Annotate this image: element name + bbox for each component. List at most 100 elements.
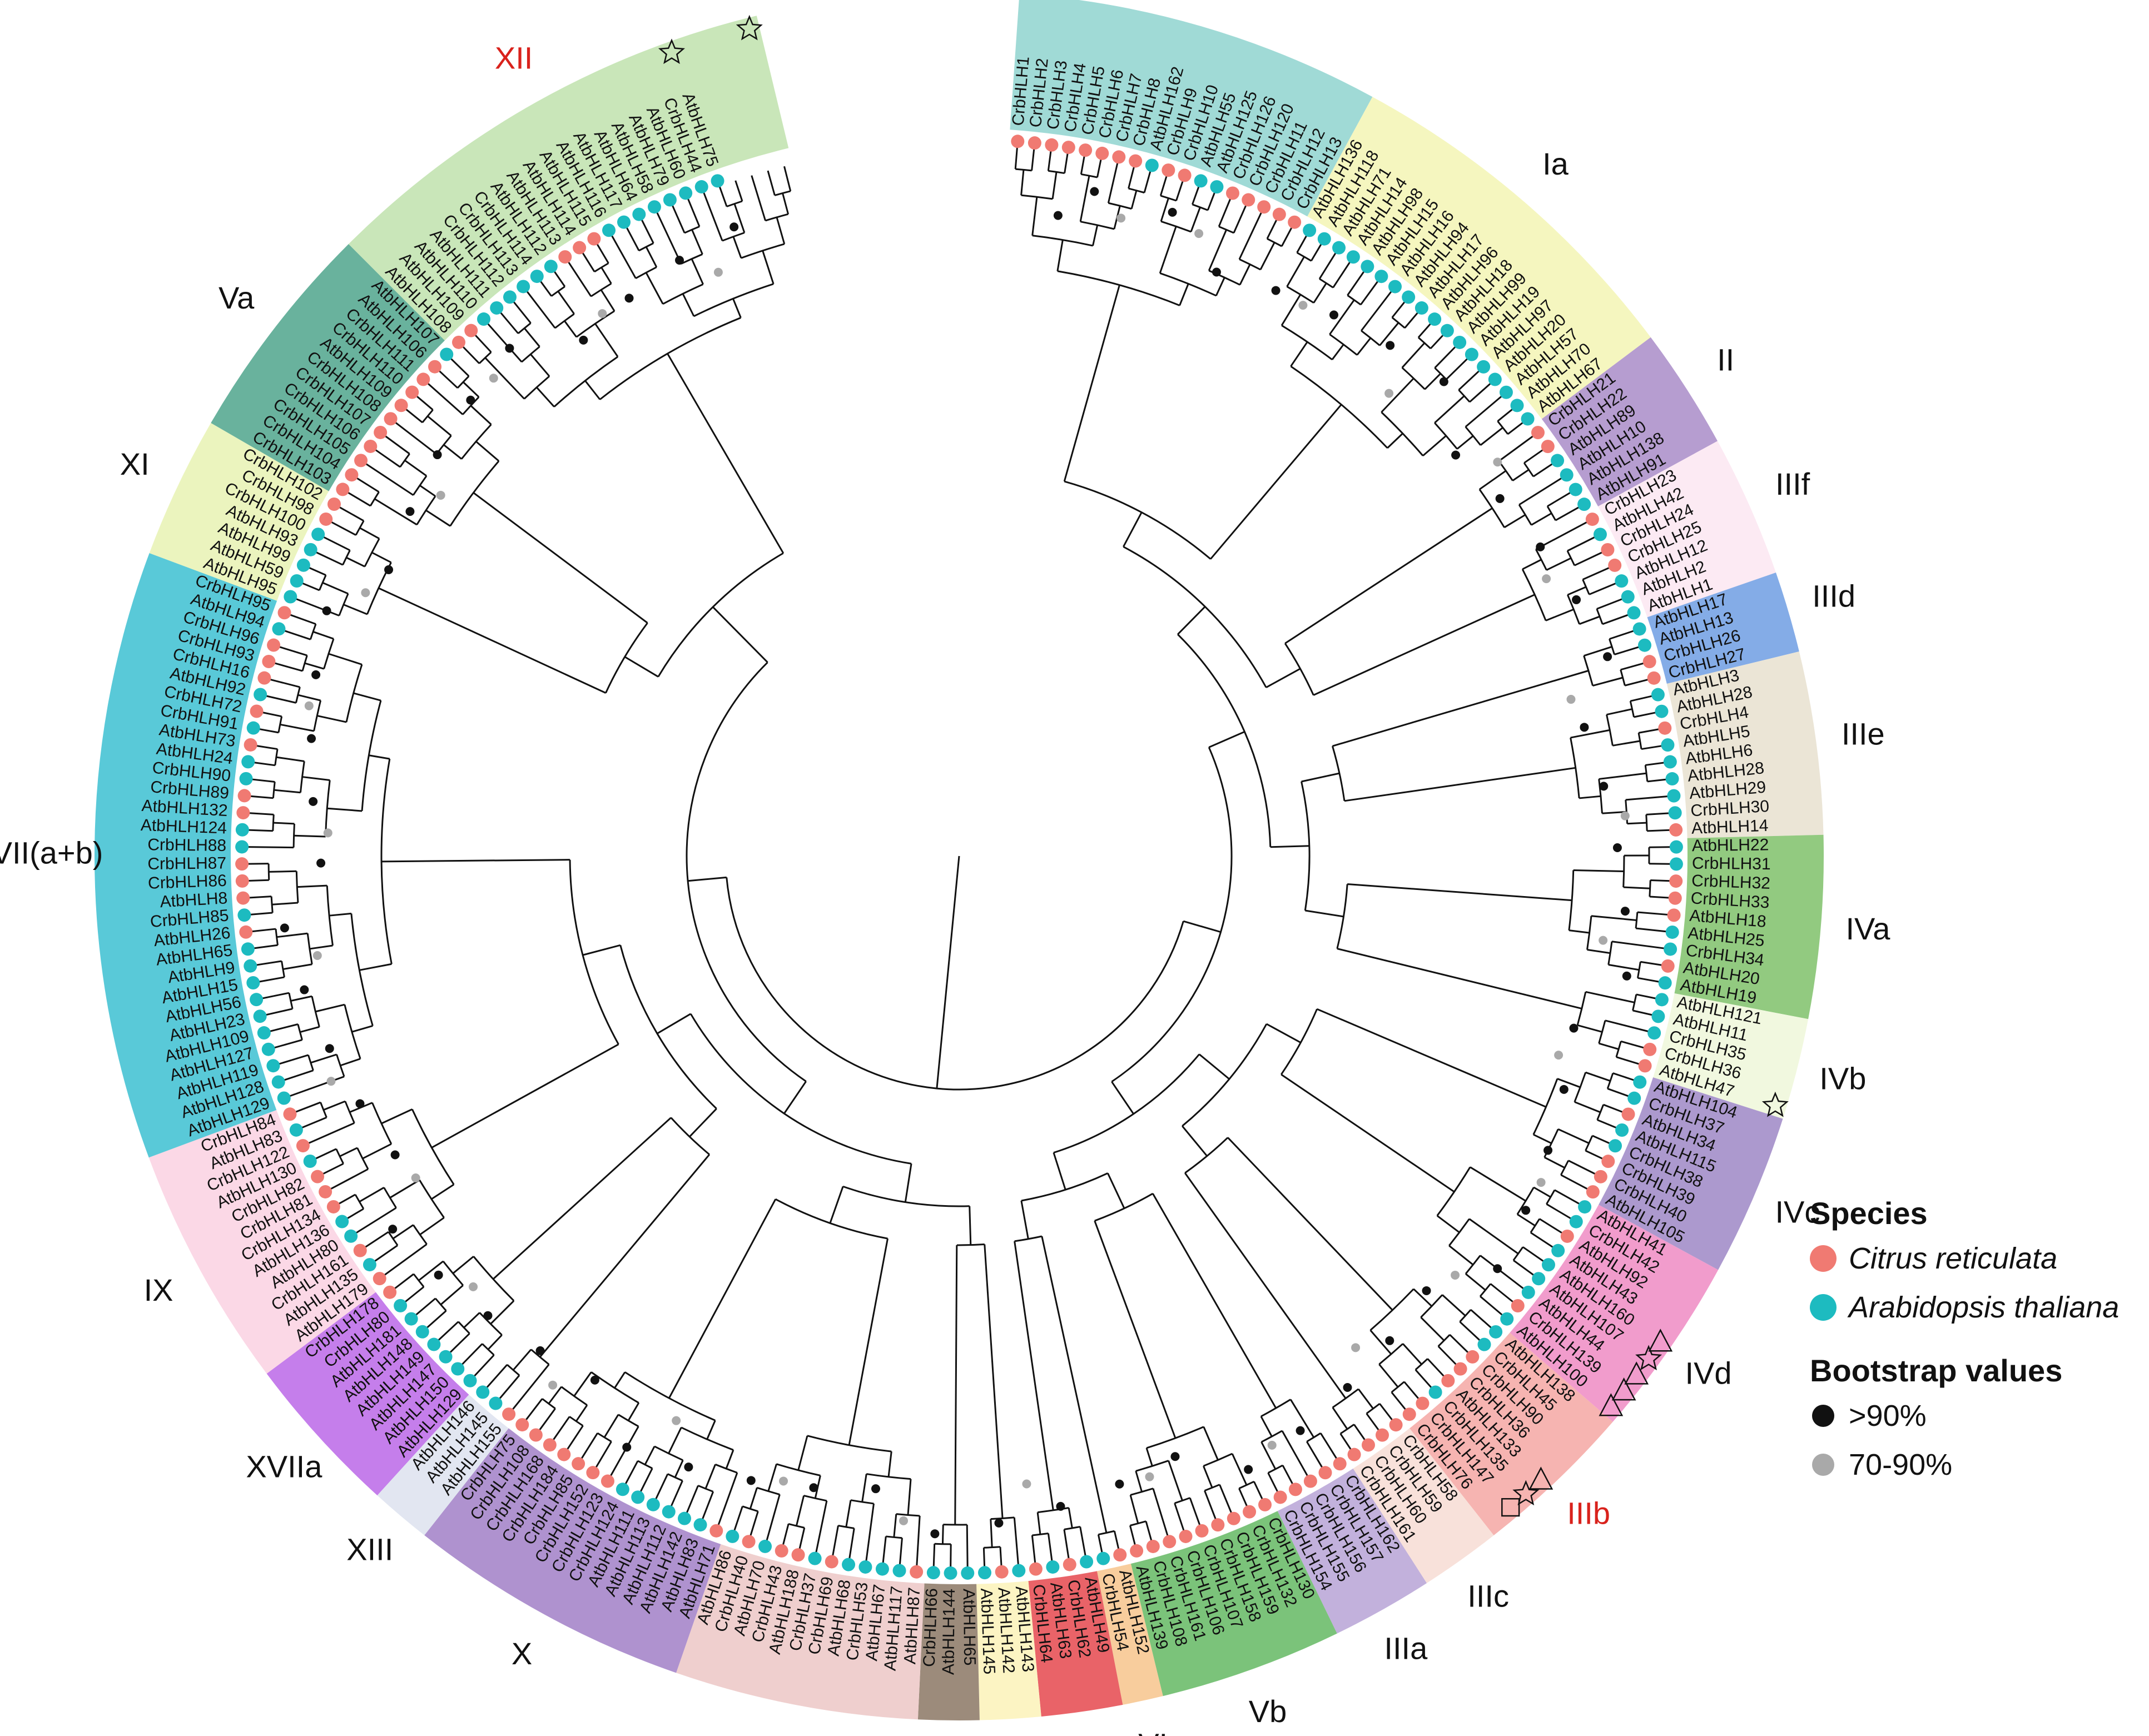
- branch: [353, 692, 381, 702]
- bootstrap-dot-high: [1271, 286, 1281, 295]
- branch: [1233, 205, 1247, 233]
- branch: [315, 1003, 345, 1013]
- branch: [1189, 1498, 1201, 1526]
- species-dot: [1258, 1498, 1272, 1511]
- leaf-labels: CrbHLH1CrbHLH2CrbHLH3CrbHLH4CrbHLH5CrbHL…: [140, 56, 1771, 1675]
- branch: [1546, 557, 1572, 571]
- species-dot: [1146, 1539, 1160, 1553]
- species-dot: [428, 360, 442, 374]
- species-dot: [926, 1566, 940, 1580]
- species-dot: [1593, 528, 1607, 541]
- branch: [1596, 598, 1623, 610]
- species-dot: [1488, 372, 1502, 386]
- branch: [1329, 299, 1355, 335]
- branch: [686, 661, 807, 1082]
- branch: [1456, 435, 1474, 450]
- legend-item-citrus: Citrus reticulata: [1810, 1241, 2143, 1276]
- species-dot: [257, 1026, 271, 1040]
- branch: [338, 506, 364, 522]
- branch: [269, 678, 300, 688]
- species-dot: [572, 1457, 585, 1471]
- branch: [431, 1183, 455, 1200]
- branch: [1337, 948, 1582, 1009]
- species-dot: [384, 412, 398, 426]
- species-dot: [415, 1325, 429, 1339]
- bootstrap-dot-high: [1343, 1383, 1352, 1392]
- branch: [312, 631, 334, 640]
- branch: [1441, 1294, 1466, 1317]
- bootstrap-dot-high: [1599, 782, 1609, 791]
- bootstrap-dot-mid: [312, 951, 322, 961]
- bootstrap-dot-high: [405, 507, 415, 516]
- branch: [404, 459, 427, 477]
- branch: [1591, 915, 1637, 921]
- bootstrap-dot-mid: [1194, 229, 1204, 238]
- branch: [733, 203, 746, 233]
- species-dot: [1667, 789, 1681, 803]
- branch: [1503, 514, 1526, 529]
- species-dot: [266, 1059, 280, 1073]
- legend: Species Citrus reticulata Arabidopsis th…: [1810, 1195, 2143, 1496]
- branch: [1111, 747, 1233, 1083]
- bootstrap-dot-mid: [469, 1282, 478, 1291]
- branch: [1208, 229, 1228, 271]
- branch: [1284, 507, 1493, 644]
- branch: [767, 1464, 777, 1492]
- clade-band-XII: [348, 16, 789, 341]
- branch: [262, 712, 282, 718]
- branch: [1434, 346, 1457, 369]
- branch: [624, 1460, 639, 1485]
- branch: [251, 928, 276, 933]
- branch: [484, 357, 525, 400]
- branch: [374, 498, 418, 526]
- species-dot: [1647, 671, 1661, 685]
- bootstrap-dot-high: [622, 1442, 632, 1452]
- bootstrap-dot-high: [1296, 1426, 1305, 1435]
- species-dot: [694, 180, 708, 194]
- branch: [247, 829, 273, 832]
- leaf-label: AtbHLH144: [939, 1589, 959, 1675]
- species-dot: [1288, 215, 1302, 229]
- branch: [600, 289, 616, 312]
- branch: [1184, 1172, 1347, 1399]
- branch: [1597, 1119, 1617, 1129]
- branch: [686, 1485, 699, 1514]
- branch: [1143, 170, 1152, 193]
- branch: [645, 246, 658, 268]
- species-dot: [253, 1009, 267, 1023]
- branch: [1041, 1236, 1108, 1533]
- bootstrap-dot-high: [1056, 1501, 1065, 1511]
- bootstrap-dot-high: [535, 1346, 545, 1355]
- species-dot: [1347, 1448, 1361, 1461]
- branch: [1111, 1081, 1134, 1115]
- branch: [1079, 175, 1090, 222]
- bootstrap-dot-high: [1580, 723, 1589, 732]
- species-dot: [544, 260, 558, 273]
- branch: [383, 1243, 428, 1276]
- branch: [276, 756, 305, 762]
- species-dot: [1080, 1555, 1094, 1569]
- branch: [1401, 342, 1426, 369]
- branch: [1031, 197, 1038, 236]
- clade-label: VI: [1138, 1727, 1168, 1736]
- species-dot: [354, 454, 368, 467]
- species-dot: [1647, 1026, 1661, 1040]
- species-dot: [1664, 942, 1677, 956]
- species-dot: [808, 1551, 822, 1565]
- branch: [1560, 1174, 1589, 1190]
- species-dot: [1011, 135, 1025, 148]
- leaf-label: CrbHLH86: [148, 872, 227, 893]
- branch: [1177, 606, 1206, 635]
- bootstrap-dot-high: [1521, 1206, 1531, 1215]
- species-dot: [1415, 301, 1428, 315]
- branch: [726, 877, 1184, 1091]
- branch: [274, 662, 303, 672]
- species-dot: [272, 622, 286, 636]
- species-dot: [464, 324, 478, 337]
- branch: [1208, 730, 1245, 748]
- branch: [340, 1058, 361, 1067]
- species-dot: [1416, 1396, 1430, 1410]
- branch: [473, 1354, 495, 1377]
- branch: [732, 298, 742, 319]
- branch: [954, 1245, 958, 1525]
